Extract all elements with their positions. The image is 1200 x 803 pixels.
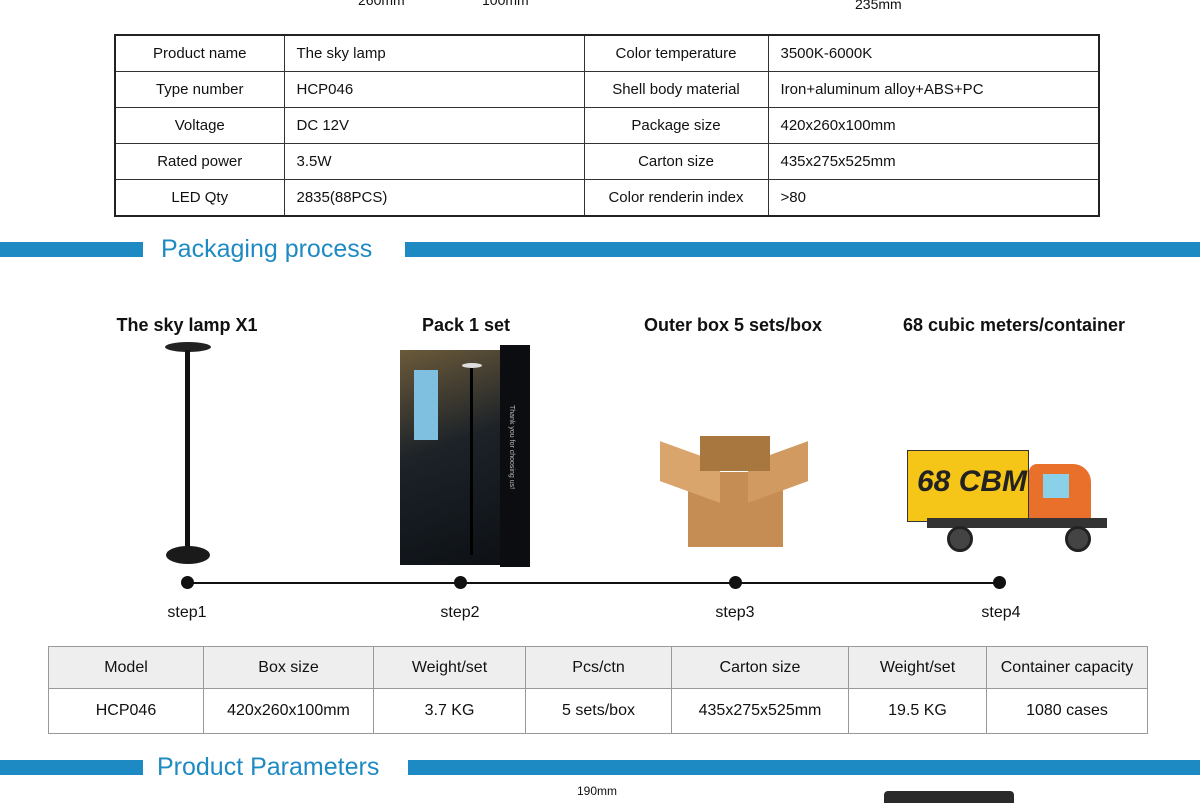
section-band — [0, 760, 143, 775]
spec-key: Product name — [114, 34, 285, 72]
spec-value: 3.5W — [283, 143, 585, 180]
carton-box-image — [660, 432, 810, 550]
spec-value: 435x275x525mm — [767, 143, 1100, 180]
column-header: Box size — [203, 646, 374, 689]
column-header: Carton size — [671, 646, 849, 689]
table-cell: HCP046 — [48, 688, 204, 734]
spec-key: Rated power — [114, 143, 285, 180]
table-cell: 5 sets/box — [525, 688, 672, 734]
step-title: Outer box 5 sets/box — [643, 315, 823, 335]
spec-key: LED Qty — [114, 179, 285, 217]
spec-value: 2835(88PCS) — [283, 179, 585, 217]
table-cell: 1080 cases — [986, 688, 1148, 734]
spec-key: Carton size — [583, 143, 769, 180]
section-band — [408, 760, 1200, 775]
timeline-dot — [993, 576, 1006, 589]
step-title: 68 cubic meters/container — [902, 315, 1126, 335]
step-title: Pack 1 set — [421, 315, 511, 335]
spec-key: Voltage — [114, 107, 285, 144]
spec-value: Iron+aluminum alloy+ABS+PC — [767, 71, 1100, 108]
section-band — [0, 242, 143, 257]
spec-value: HCP046 — [283, 71, 585, 108]
spec-key: Package size — [583, 107, 769, 144]
dim-label: 190mm — [577, 784, 618, 798]
step-label: step3 — [715, 604, 755, 621]
truck-image: 68 CBM — [907, 450, 1107, 552]
timeline-dot — [729, 576, 742, 589]
section-title-packaging: Packaging process — [161, 235, 373, 263]
step-title: The sky lamp X1 — [116, 315, 258, 335]
timeline-line — [187, 582, 999, 584]
spec-value: DC 12V — [283, 107, 585, 144]
column-header: Weight/set — [373, 646, 526, 689]
column-header: Weight/set — [848, 646, 987, 689]
truck-text: 68 CBM — [917, 465, 1028, 498]
spec-key: Color renderin index — [583, 179, 769, 217]
step-label: step2 — [440, 604, 480, 621]
table-cell: 420x260x100mm — [203, 688, 374, 734]
spec-value: >80 — [767, 179, 1100, 217]
table-cell: 3.7 KG — [373, 688, 526, 734]
column-header: Container capacity — [986, 646, 1148, 689]
spec-value: 420x260x100mm — [767, 107, 1100, 144]
column-header: Model — [48, 646, 204, 689]
spec-value: 3500K-6000K — [767, 34, 1100, 72]
step-label: step1 — [167, 604, 207, 621]
table-cell: 19.5 KG — [848, 688, 987, 734]
floor-lamp-image — [160, 338, 216, 568]
timeline-dot — [181, 576, 194, 589]
column-header: Pcs/ctn — [525, 646, 672, 689]
section-title-parameters: Product Parameters — [157, 753, 380, 781]
spec-value: The sky lamp — [283, 34, 585, 72]
timeline-dot — [454, 576, 467, 589]
step-label: step4 — [981, 604, 1021, 621]
dim-label: 235mm — [855, 0, 902, 12]
spec-key: Type number — [114, 71, 285, 108]
spec-key: Color temperature — [583, 34, 769, 72]
product-box-image: Thank you for choosing us! — [400, 345, 530, 570]
box-text: Thank you for choosing us! — [508, 405, 515, 490]
spec-key: Shell body material — [583, 71, 769, 108]
dim-label: 100mm — [482, 0, 529, 8]
product-image — [884, 791, 1014, 803]
section-band — [405, 242, 1200, 257]
dim-label: 260mm — [358, 0, 405, 8]
table-cell: 435x275x525mm — [671, 688, 849, 734]
